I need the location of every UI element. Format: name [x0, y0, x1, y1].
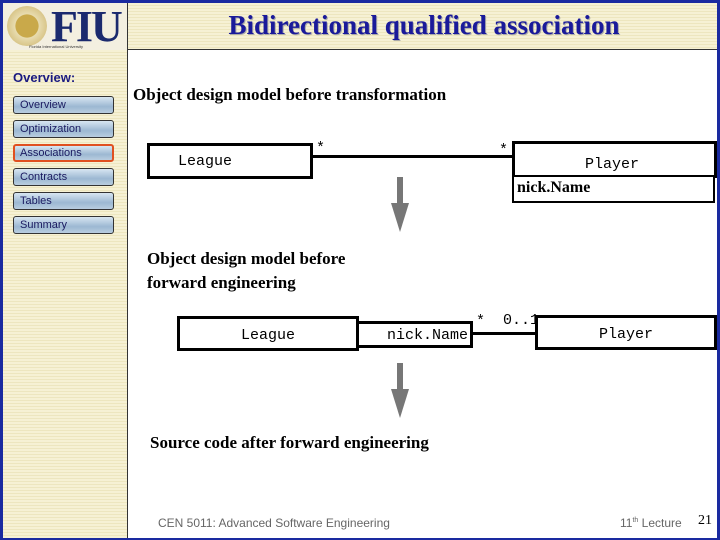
fiu-logo: FIU Florida International University — [3, 2, 128, 51]
arrow-down-icon — [391, 363, 409, 418]
lecture-number: 11 — [620, 516, 633, 530]
association-line-2 — [472, 332, 536, 335]
league-class-2: League — [177, 316, 359, 351]
player-class-2: Player — [535, 315, 717, 350]
sidebar-item-summary[interactable]: Summary — [13, 216, 114, 234]
sidebar-item-optimization[interactable]: Optimization — [13, 120, 114, 138]
lecture-word: Lecture — [641, 516, 682, 530]
player-attribute: nick.Name — [512, 175, 715, 203]
footer-lecture: 11th Lecture — [620, 516, 682, 530]
section-heading-1: Object design model before transformatio… — [133, 85, 447, 104]
page-number: 21 — [698, 513, 712, 528]
qualifier-box: nick.Name — [356, 321, 473, 348]
logo-text: FIU — [51, 2, 123, 51]
header: FIU Florida International University Bid… — [0, 0, 720, 51]
footer-course: CEN 5011: Advanced Software Engineering — [158, 516, 390, 530]
slide-title: Bidirectional qualified association — [228, 10, 620, 40]
multiplicity-b-1: * — [499, 142, 509, 159]
multiplicity-a-2: * — [476, 313, 486, 330]
sidebar-item-overview[interactable]: Overview — [13, 96, 114, 114]
association-line-1 — [312, 155, 514, 158]
section-heading-2-line1: Object design model before — [147, 249, 346, 268]
multiplicity-b-2: 0..1 — [503, 312, 540, 329]
section-heading-2-line2: forward engineering — [147, 273, 296, 292]
seal-icon — [7, 6, 47, 46]
multiplicity-a-1: * — [316, 140, 326, 157]
logo-subtext: Florida International University — [29, 44, 84, 49]
sidebar-heading: Overview: — [13, 70, 76, 85]
arrow-down-icon — [391, 177, 409, 232]
sidebar-item-associations[interactable]: Associations — [13, 144, 114, 162]
lecture-suffix: th — [632, 517, 639, 524]
league-class-1: League — [147, 143, 313, 179]
section-heading-3: Source code after forward engineering — [150, 433, 429, 452]
sidebar-item-contracts[interactable]: Contracts — [13, 168, 114, 186]
sidebar-item-tables[interactable]: Tables — [13, 192, 114, 210]
sidebar: Overview: Overview Optimization Associat… — [0, 50, 128, 540]
player-class-1: Player — [512, 141, 717, 178]
